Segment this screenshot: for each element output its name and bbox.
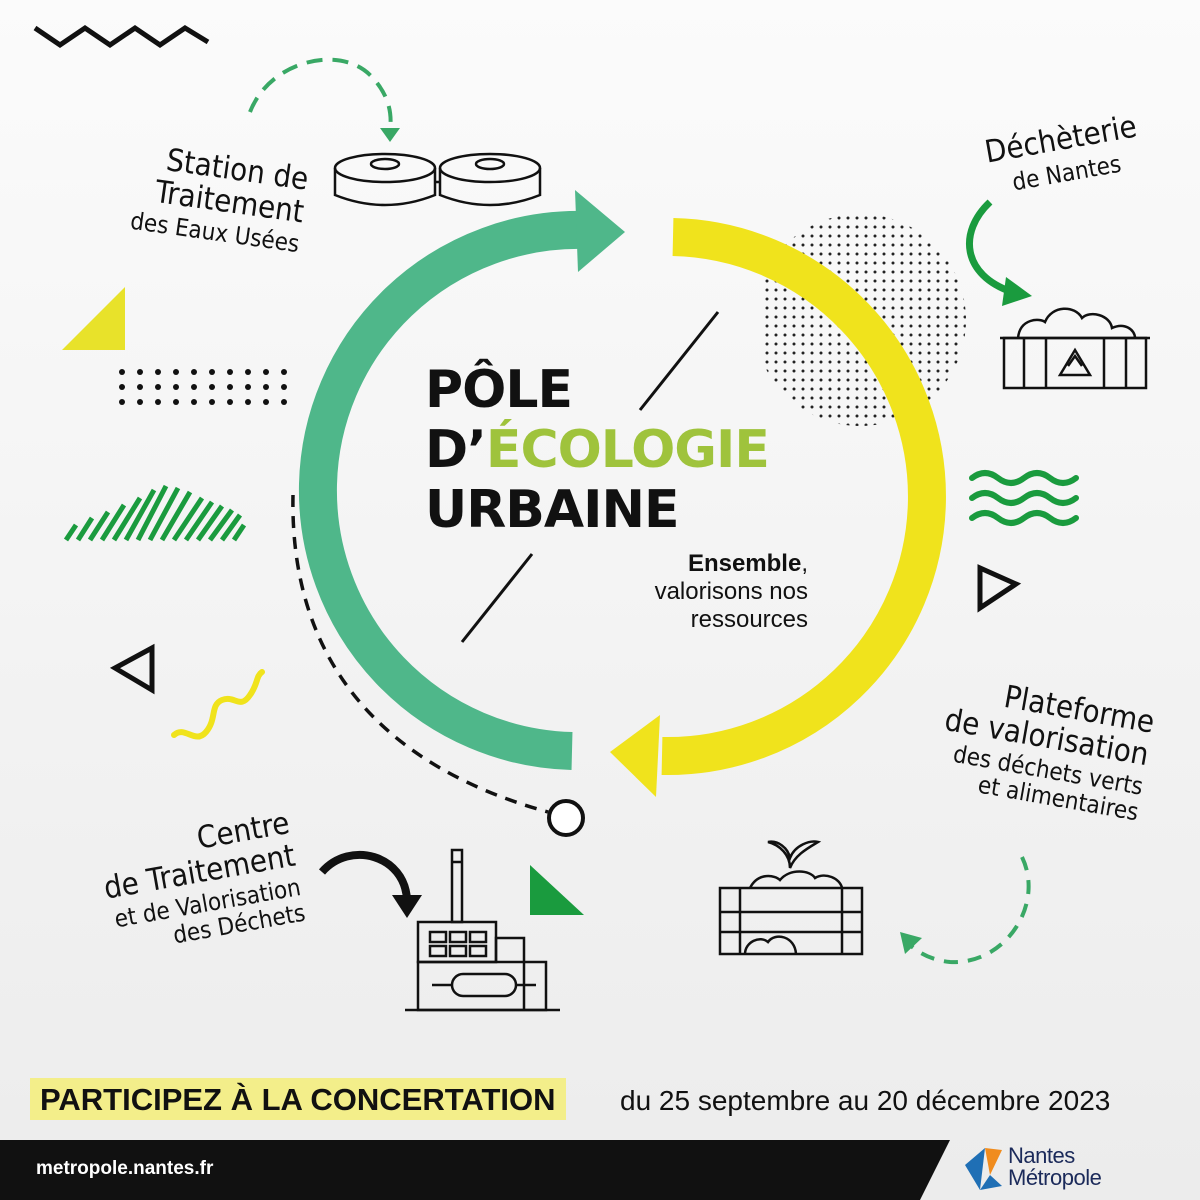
title-line3: URBAINE bbox=[425, 480, 680, 540]
tagline-bold: Ensemble bbox=[687, 550, 802, 577]
factory-icon bbox=[405, 848, 560, 1012]
recycling-container-icon bbox=[1000, 307, 1150, 390]
brand-line2: Métropole bbox=[1008, 1165, 1102, 1190]
yellow-squiggle bbox=[171, 669, 265, 740]
tagline-comma: , bbox=[801, 550, 808, 577]
nantes-logo-icon bbox=[965, 1148, 1002, 1190]
tagline-line2: valorisons nos bbox=[654, 578, 808, 605]
wave-decoration bbox=[969, 470, 1079, 526]
outline-triangle-right bbox=[977, 564, 1022, 613]
station-arrow-head bbox=[380, 128, 400, 142]
footer-url-link[interactable]: metropole.nantes.fr bbox=[36, 1158, 214, 1179]
tagline: Ensemble, valorisons nos ressources bbox=[655, 550, 808, 634]
centre-arrow-head bbox=[392, 895, 422, 918]
centre-arrow bbox=[318, 850, 411, 901]
yellow-arc-arrowhead bbox=[610, 715, 660, 797]
title-line1: PÔLE bbox=[425, 360, 573, 420]
decheterie-arrow bbox=[965, 199, 1014, 296]
tagline-line3: ressources bbox=[690, 606, 808, 633]
tagline-line1: Ensemble, bbox=[655, 550, 808, 578]
title-line2-prefix: D’ bbox=[425, 420, 487, 480]
brand-line1: Nantes bbox=[1008, 1143, 1075, 1168]
dot-grid-decoration bbox=[119, 369, 287, 405]
cta-dates: du 25 septembre au 20 décembre 2023 bbox=[620, 1085, 1111, 1116]
cta-banner: PARTICIPEZ À LA CONCERTATION bbox=[30, 1078, 566, 1120]
water-treatment-icon bbox=[333, 152, 542, 207]
compost-crate-icon bbox=[718, 840, 864, 956]
yellow-triangle bbox=[62, 287, 125, 350]
slash-line-top bbox=[638, 311, 720, 411]
green-triangle bbox=[530, 865, 584, 915]
nantes-metropole-logo: Nantes Métropole bbox=[1008, 1143, 1102, 1190]
decheterie-arrow-head bbox=[1002, 277, 1032, 306]
plateforme-dashed-arrow bbox=[908, 856, 1031, 965]
zigzag-decoration bbox=[33, 24, 210, 49]
striped-mound-decoration bbox=[63, 484, 247, 542]
footer-bar bbox=[0, 1140, 950, 1200]
connector-circle bbox=[547, 799, 585, 837]
main-title: PÔLE D’ÉCOLOGIE URBAINE bbox=[425, 360, 770, 540]
green-arc-arrowhead bbox=[575, 190, 625, 272]
green-cycle-arc bbox=[298, 210, 586, 770]
title-line2-highlight: ÉCOLOGIE bbox=[485, 420, 770, 480]
station-dashed-arrow bbox=[248, 57, 393, 131]
outline-triangle-left bbox=[109, 643, 155, 695]
yellow-cycle-arc bbox=[661, 218, 947, 776]
plateforme-arrow-head bbox=[900, 932, 922, 954]
title-line2: D’ÉCOLOGIE bbox=[425, 420, 770, 480]
slash-line-bottom bbox=[460, 553, 534, 643]
